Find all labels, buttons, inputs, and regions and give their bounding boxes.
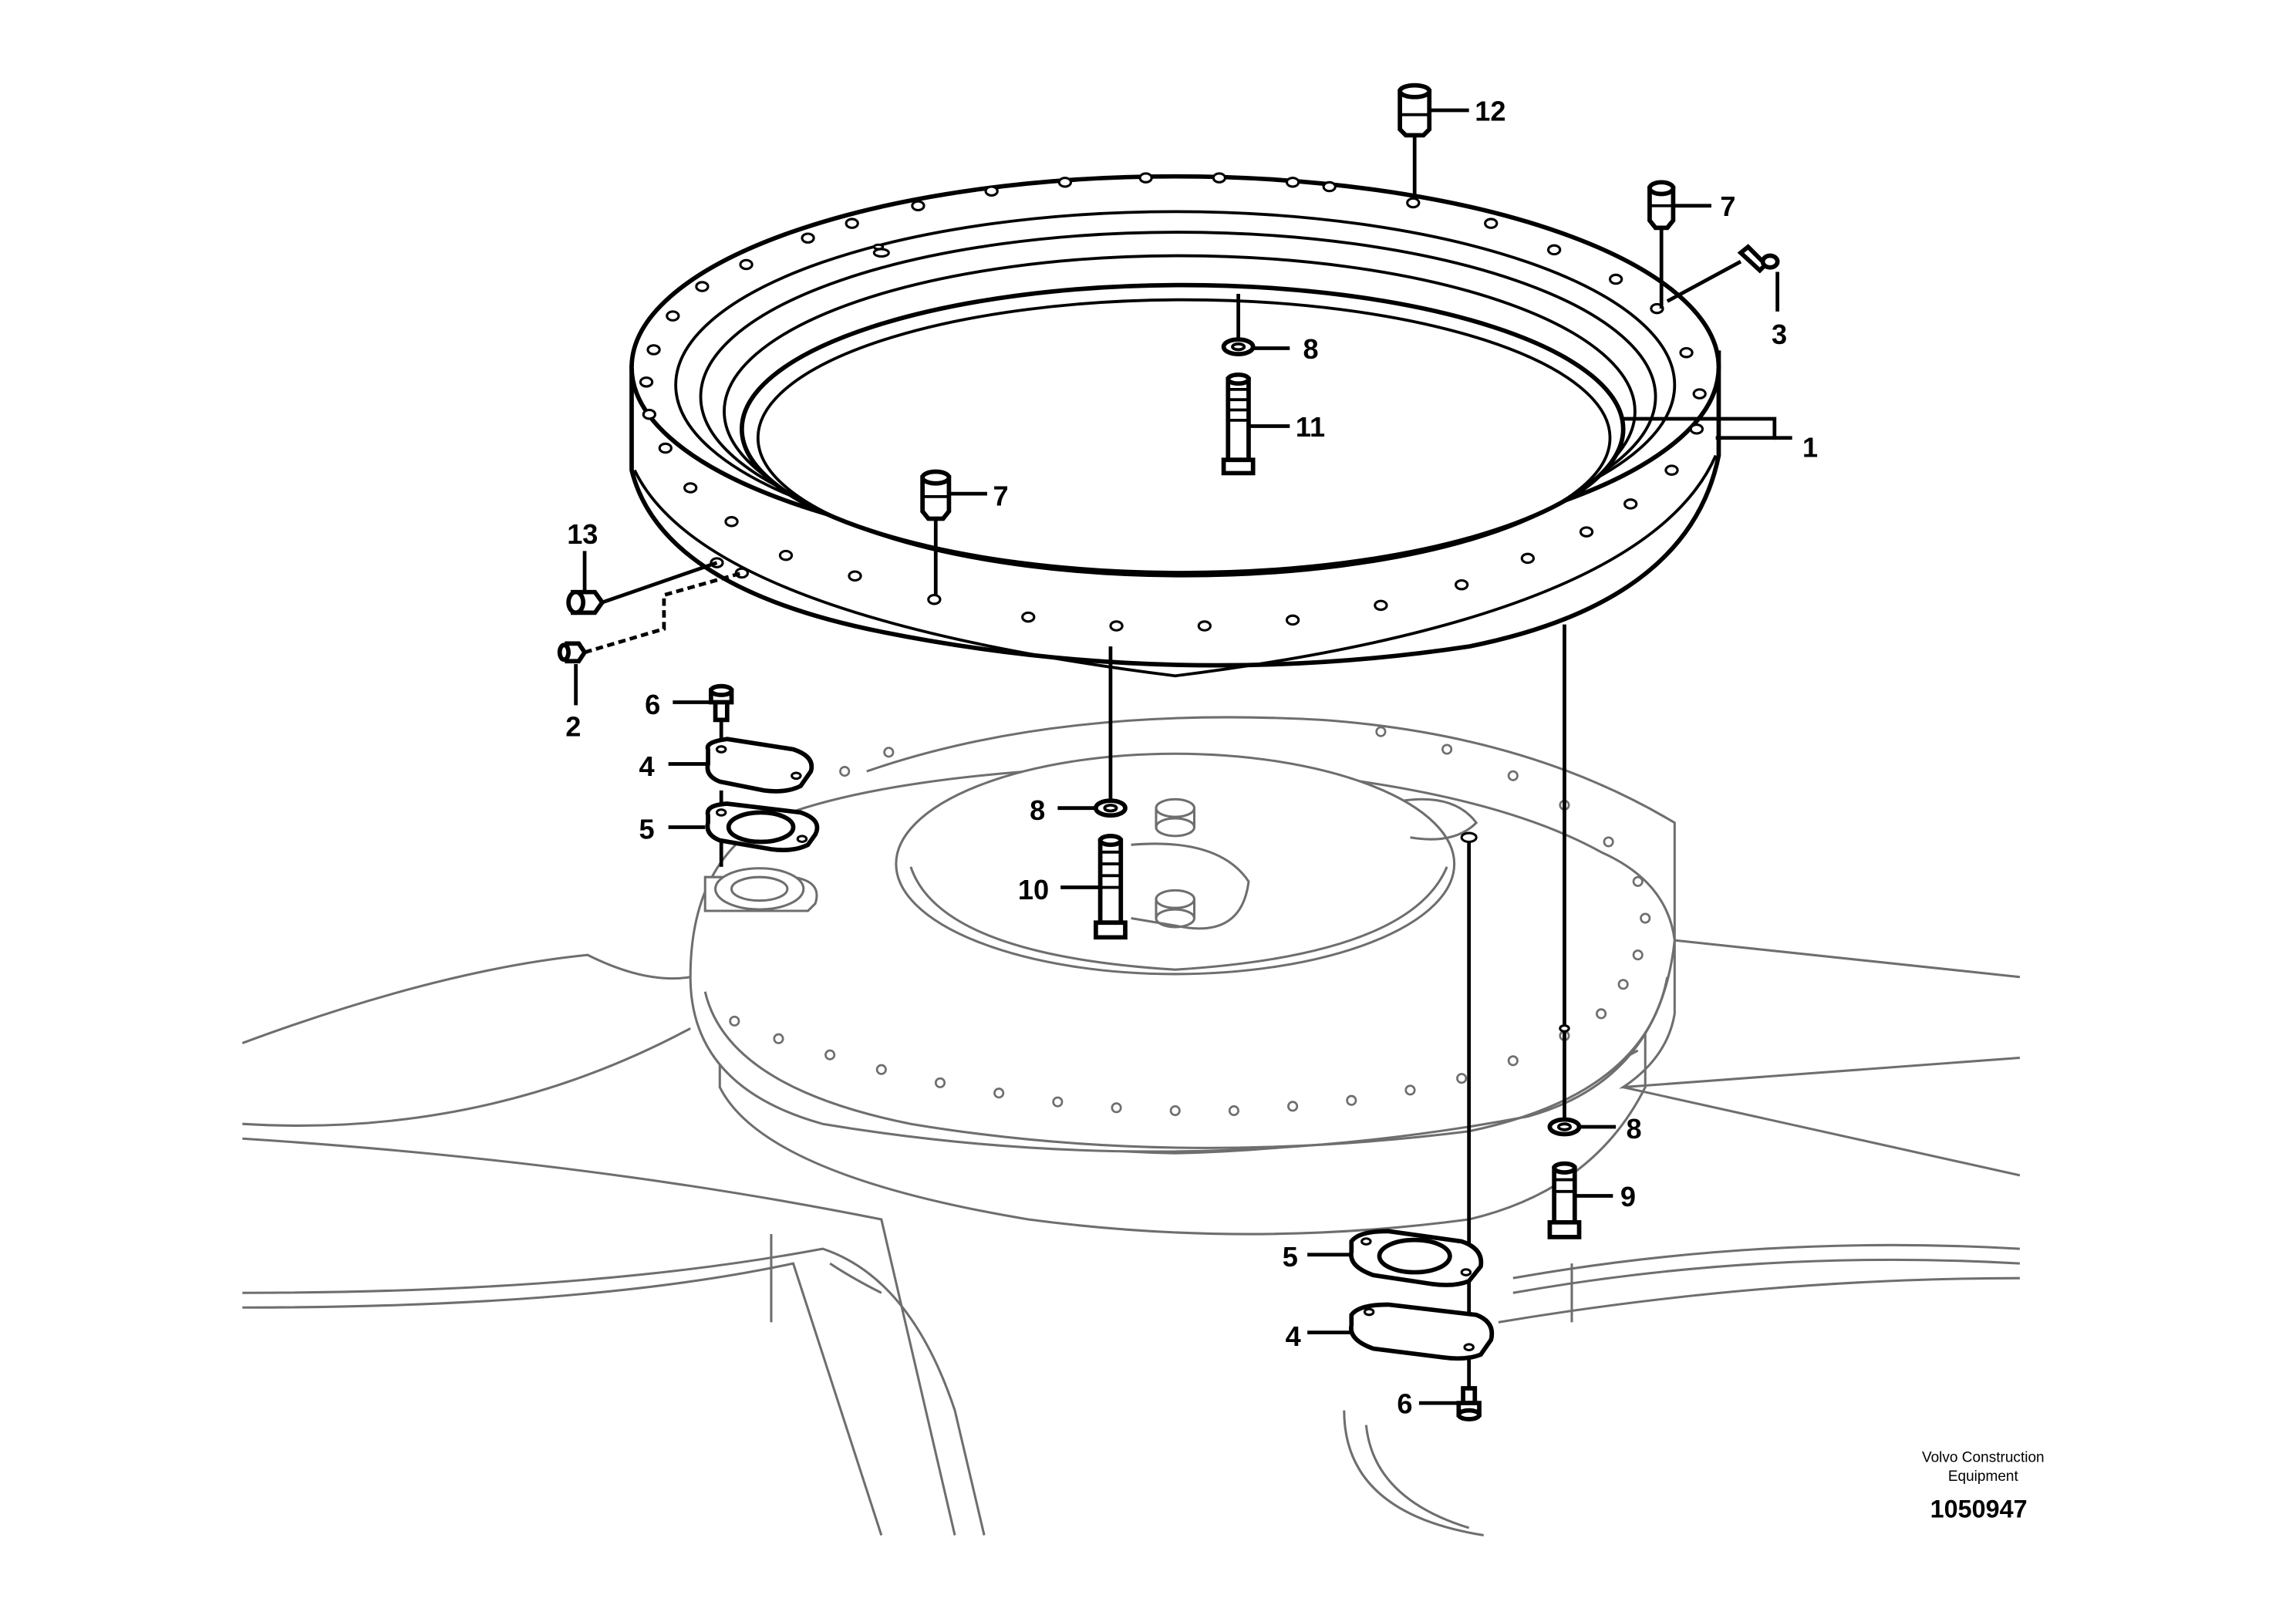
- part-9-bolt: [1547, 1161, 1613, 1239]
- label-part-5-upper: 5: [639, 814, 655, 845]
- part-8-washer-lower: [1547, 624, 1617, 1137]
- label-part-8-upper: 8: [1303, 333, 1318, 365]
- label-part-9: 9: [1620, 1181, 1636, 1212]
- part-11-bolt: [1221, 372, 1290, 476]
- footer: Volvo Construction Equipment 1050947: [1922, 1449, 2045, 1523]
- label-part-5-lower: 5: [1283, 1241, 1298, 1273]
- part-8-washer-upper: [1221, 294, 1290, 357]
- part-4-cover-upper: [668, 737, 814, 808]
- part-12-plug: [1397, 83, 1469, 199]
- part-7-plug-right: [1647, 180, 1711, 309]
- label-part-1: 1: [1802, 431, 1818, 463]
- part-6-bolt-lower: [1418, 1386, 1482, 1421]
- label-part-13: 13: [567, 518, 598, 550]
- part-2-fitting: [557, 571, 743, 706]
- slewing-ring: [629, 172, 1721, 678]
- label-part-7-inner: 7: [993, 480, 1009, 511]
- part-4-cover-lower: [1307, 1302, 1495, 1361]
- label-part-4-upper: 4: [639, 750, 655, 782]
- ring-bolt-holes: [639, 172, 1707, 632]
- drawing-number: 1050947: [1930, 1496, 2028, 1523]
- brand-line-2: Equipment: [1948, 1469, 2019, 1485]
- label-part-8-lower: 8: [1626, 1113, 1641, 1145]
- label-part-11: 11: [1296, 411, 1325, 443]
- part-8-washer-middle: [1057, 646, 1128, 818]
- part-6-bolt-upper: [673, 683, 734, 747]
- label-part-10: 10: [1018, 874, 1049, 905]
- part-3-grease-nipple: [1666, 244, 1780, 312]
- label-part-6-lower: 6: [1397, 1388, 1412, 1419]
- part-7-plug-inner: [920, 469, 987, 595]
- brand-line-1: Volvo Construction: [1922, 1449, 2045, 1465]
- label-part-4-lower: 4: [1286, 1320, 1301, 1352]
- label-part-12: 12: [1475, 95, 1505, 126]
- part-1-leader: [1623, 416, 1792, 440]
- base-ring-holes: [729, 726, 1651, 1117]
- label-part-6-upper: 6: [645, 689, 660, 720]
- part-13-plug: [566, 551, 718, 615]
- label-part-7-right: 7: [1720, 191, 1735, 222]
- label-part-8-middle: 8: [1030, 794, 1045, 826]
- part-lower-cover-leader: [1460, 831, 1478, 1396]
- part-5-gasket-upper: [668, 801, 820, 867]
- callout-labels: 1 2 3 4 4 5 5 6 6 7 7 8 8 8 9 10 11 12 1…: [565, 95, 1818, 1419]
- part-5-gasket-lower: [1307, 1229, 1484, 1287]
- label-part-3: 3: [1772, 319, 1787, 350]
- label-part-2: 2: [565, 710, 581, 742]
- part-10-bolt: [1060, 834, 1128, 940]
- undercarriage-frame: [241, 716, 2021, 1537]
